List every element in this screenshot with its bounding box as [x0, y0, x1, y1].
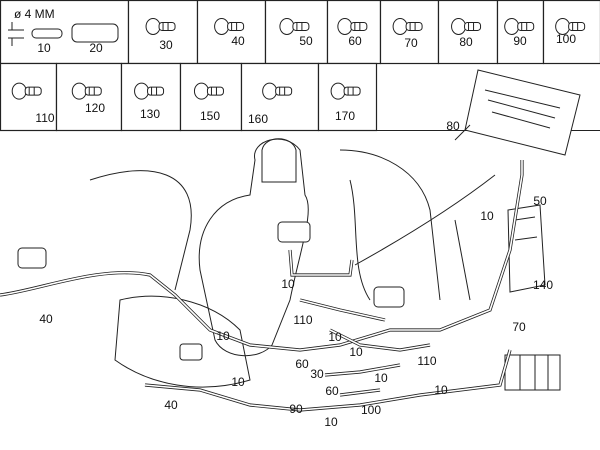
- legend-cell-110: 110: [0, 62, 58, 132]
- part-number-label: 160: [248, 112, 268, 126]
- connector-part-icon: [145, 17, 176, 35]
- callout-90: 90: [289, 402, 303, 416]
- diameter-label: ø 4 MM: [14, 7, 55, 21]
- callout-110: 110: [293, 313, 312, 327]
- part-number-label: 110: [35, 111, 54, 125]
- callout-10: 10: [328, 330, 342, 344]
- legend-cell-130: 130: [120, 62, 182, 132]
- callout-70: 70: [512, 320, 526, 334]
- callout-10: 10: [349, 345, 363, 359]
- part-number-label: 150: [200, 109, 220, 123]
- connector-part-icon: [555, 17, 586, 35]
- callout-80: 80: [446, 119, 460, 133]
- callout-100: 100: [361, 403, 381, 417]
- part-number-label: 10: [37, 41, 51, 55]
- seat-vacuum-line-drawing: [0, 69, 581, 412]
- legend-cell-160: 160: [240, 62, 320, 132]
- part-number-label: 20: [89, 41, 103, 55]
- pointer-arrow: [354, 174, 496, 266]
- connector-part-icon: [504, 17, 535, 35]
- part-number-label: 170: [335, 109, 355, 123]
- rear-seat-outline: [89, 149, 441, 301]
- legend-cell-70: 70: [379, 0, 440, 65]
- callout-10: 10: [231, 375, 245, 389]
- rear-actuator: [17, 247, 47, 269]
- connector-part-icon: [330, 82, 361, 100]
- callout-40: 40: [164, 398, 178, 412]
- part-number-label: 50: [299, 34, 313, 48]
- callout-10: 10: [324, 415, 338, 429]
- legend-cell-100: 100: [542, 0, 600, 65]
- callout-140: 140: [533, 278, 553, 292]
- cushion-actuator: [179, 343, 203, 361]
- legend-cell-170: 170: [317, 62, 378, 132]
- callout-50: 50: [533, 194, 547, 208]
- callout-10: 10: [281, 277, 295, 291]
- part-number-label: 130: [140, 107, 160, 121]
- door-outline: [349, 179, 471, 301]
- part-number-label: 100: [556, 32, 576, 46]
- legend-cell-10-20: ø 4 MM 10 20: [0, 0, 130, 65]
- part-number-label: 40: [231, 34, 245, 48]
- hose-10-icon: [31, 28, 63, 39]
- callout-10: 10: [216, 329, 230, 343]
- seat-cushion-outline: [114, 295, 251, 388]
- legend-cell-90: 90: [496, 0, 545, 65]
- lumbar-actuator: [277, 221, 311, 243]
- connector-part-icon: [134, 82, 165, 100]
- part-number-label: 120: [85, 101, 105, 115]
- callout-30: 30: [310, 367, 324, 381]
- callout-10: 10: [480, 209, 494, 223]
- part-number-label: 30: [159, 38, 173, 52]
- hose-20-icon: [71, 23, 119, 43]
- connector-part-icon: [214, 17, 245, 35]
- legend-cell-120: 120: [55, 62, 123, 132]
- parts-legend-grid: ø 4 MM 10 20 30 40 50 60 70 80 90 100 110 120 130 150 1…: [0, 0, 600, 132]
- connector-part-icon: [71, 82, 102, 100]
- callout-40: 40: [39, 312, 53, 326]
- part-number-label: 90: [513, 34, 527, 48]
- connector-part-icon: [451, 17, 482, 35]
- pointer-arrow-2: [454, 124, 471, 141]
- headrest-outline: [261, 138, 297, 183]
- vacuum-pump-control-unit: [464, 69, 581, 156]
- legend-cell-50: 50: [264, 0, 329, 65]
- pressure-reservoir: [507, 204, 546, 293]
- callout-10: 10: [374, 371, 388, 385]
- legend-cell-30: 30: [127, 0, 199, 65]
- connector-part-icon: [193, 82, 224, 100]
- callout-110: 110: [417, 354, 436, 368]
- legend-cell-80: 80: [437, 0, 499, 65]
- callout-10: 10: [434, 383, 448, 397]
- callout-60: 60: [325, 384, 339, 398]
- legend-cell-40: 40: [196, 0, 267, 65]
- connector-part-icon: [279, 17, 310, 35]
- connector-part-icon: [392, 17, 423, 35]
- actuator-block: [504, 354, 561, 391]
- connector-part-icon: [262, 82, 293, 100]
- legend-cell-60: 60: [326, 0, 382, 65]
- connector-part-icon: [337, 17, 368, 35]
- part-number-label: 60: [348, 34, 362, 48]
- connector-part-icon: [11, 82, 42, 100]
- side-bolster-actuator: [373, 286, 405, 308]
- part-number-label: 80: [459, 35, 473, 49]
- vacuum-tubes: [0, 160, 524, 412]
- part-number-label: 70: [404, 36, 418, 50]
- seat-backrest-outline: [198, 138, 309, 357]
- legend-cell-150: 150: [179, 62, 243, 132]
- callout-60: 60: [295, 357, 309, 371]
